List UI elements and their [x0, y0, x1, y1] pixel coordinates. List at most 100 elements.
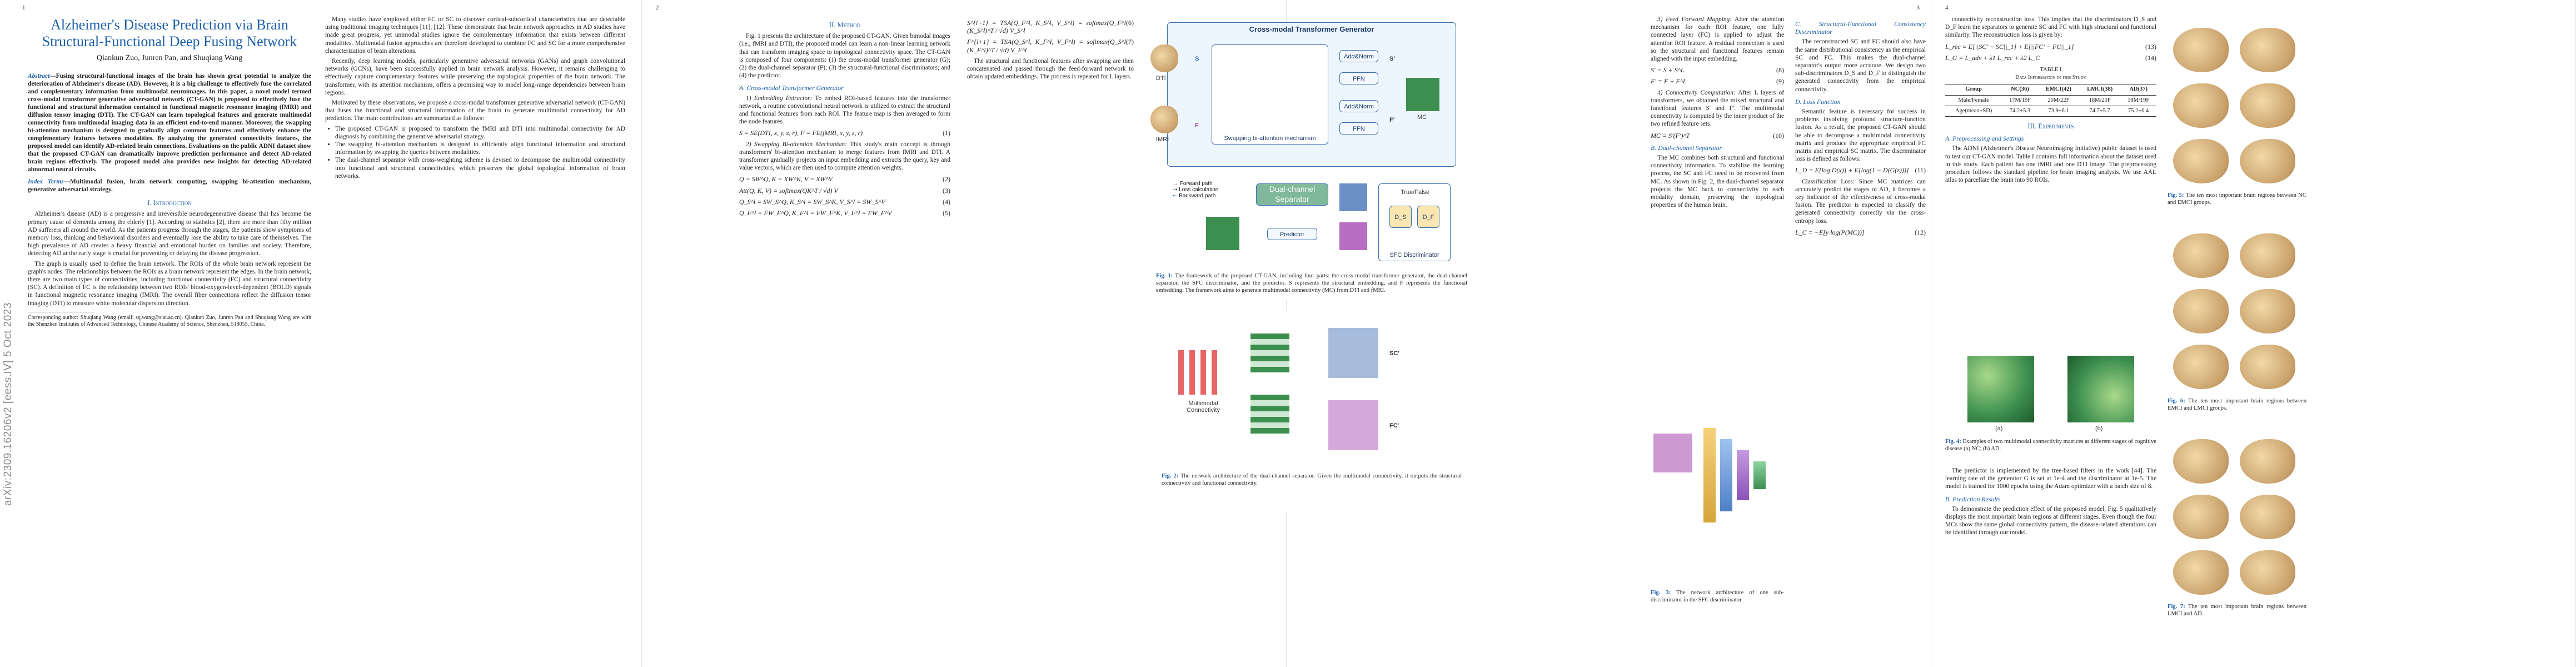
equation: L_C = −E[y log(P(MC))](12) — [1795, 228, 1926, 236]
subsection-heading: B. Prediction Results — [1945, 495, 2001, 503]
footnote: Corresponding author: Shuqiang Wang (ema… — [28, 314, 311, 327]
section-heading: II. Method — [829, 21, 861, 29]
right-column: Many studies have employed either FC or … — [325, 16, 625, 182]
legend-item: ⇢ Loss calculation — [1173, 187, 1219, 193]
brain-render — [2173, 495, 2229, 539]
true-false-label: True/False — [1401, 189, 1430, 196]
brain-render — [2240, 495, 2295, 539]
subsection-heading: A. Preprocessing and Settings — [1945, 135, 2024, 143]
intermediate-matrix — [1250, 395, 1289, 434]
brain-render — [2173, 550, 2229, 595]
figure-2-caption: Fig. 2: The network architecture of the … — [1162, 473, 1462, 486]
right-column: S^{l+1} = TSA(Q_F^l, K_S^l, V_S^l) = sof… — [967, 16, 1134, 83]
sc-output-label: SC' — [1389, 350, 1399, 357]
addnorm-box: Add&Norm — [1339, 100, 1378, 112]
df-box: D_F — [1417, 206, 1439, 228]
figure-5-caption: Fig. 5: The ten most important brain reg… — [2168, 192, 2306, 206]
abstract-label: Abstract — [28, 73, 50, 80]
paragraph: The predictor is implemented by the tree… — [1945, 467, 2156, 490]
predictor-box: Predictor — [1267, 228, 1317, 240]
brain-render — [2173, 439, 2229, 484]
equation: Q = SW^Q, K = XW^K, V = XW^V(2) — [739, 175, 950, 183]
paragraph: The structural and functional features a… — [967, 57, 1134, 81]
ds-box: D_S — [1389, 206, 1412, 228]
dti-label: DTI — [1156, 75, 1166, 82]
equation: S' = S + S^L(8) — [1651, 66, 1784, 74]
paragraph: connectivity reconstruction loss. This i… — [1945, 16, 2156, 39]
left-column: 3) Feed Forward Mapping: After the atten… — [1651, 16, 1784, 211]
paragraph: The reconstructed SC and FC should also … — [1795, 38, 1926, 93]
mc-matrix — [1406, 78, 1439, 111]
conv-layer — [1720, 439, 1732, 511]
equation: F^{l+1} = TSA(Q_S^l, K_F^l, V_F^l) = sof… — [967, 38, 1134, 54]
brain-render — [2173, 139, 2229, 183]
paragraph: To demonstrate the prediction effect of … — [1945, 505, 2156, 536]
left-column: connectivity reconstruction loss. This i… — [1945, 16, 2156, 186]
paragraph: Classification Loss: Since MC matrices c… — [1795, 178, 1926, 225]
paragraph: The graph is usually used to define the … — [28, 260, 311, 307]
figure-4: (a) (b) Fig. 4: Examples of two multimod… — [1945, 356, 2156, 461]
paragraph-heading: 4) Connectivity Computation: — [1657, 89, 1736, 96]
subfigure-label: (b) — [2095, 425, 2103, 432]
list-item: The swapping bi-attention mechanism is d… — [335, 141, 625, 156]
f-prime-label: F' — [1389, 117, 1395, 123]
mc-label: MC — [1417, 114, 1427, 121]
table-title: TABLE I — [2040, 67, 2062, 73]
paragraph: This study's main concept is through tra… — [739, 141, 950, 172]
brain-render — [2173, 233, 2229, 278]
fmri-image — [1150, 106, 1178, 133]
paper-title: Alzheimer's Disease Prediction via Brain… — [42, 17, 297, 49]
paragraph: Semantic feature is necessary for succes… — [1795, 108, 1926, 163]
brain-render — [2173, 289, 2229, 334]
sc-matrix — [1339, 183, 1367, 211]
figure-1-caption: Fig. 1: The framework of the proposed CT… — [1156, 273, 1467, 293]
brain-render — [2240, 28, 2295, 72]
figure-1: Cross-modal Transformer Generator DTI fM… — [1150, 22, 1467, 300]
figure-7: Fig. 7: The ten most important brain reg… — [2168, 434, 2306, 628]
paragraph-heading: 1) Embedding Extractor: — [746, 94, 813, 102]
brain-render — [2240, 345, 2295, 389]
sc-output-matrix — [1328, 328, 1378, 378]
paragraph: Motivated by these observations, we prop… — [325, 99, 625, 122]
brain-render — [2240, 233, 2295, 278]
brain-render — [2173, 83, 2229, 128]
table-caption: Data Information in this Study — [2015, 74, 2086, 81]
figure-5: Fig. 5: The ten most important brain reg… — [2168, 22, 2306, 217]
equation: Q_S^l = SW_S^Q, K_S^l = SW_S^K, V_S^l = … — [739, 197, 950, 206]
left-column: II. Method Fig. 1 presents the architect… — [739, 16, 950, 220]
figure-3: Fig. 3: The network architecture of one … — [1651, 417, 1784, 617]
separator-box: Dual-channel Separator — [1256, 183, 1328, 206]
brain-render — [2173, 345, 2229, 389]
list-item: The dual-channel separator with cross-we… — [335, 156, 625, 180]
equation: L_rec = E[||SC' − SC||_1] + E[||FC' − FC… — [1945, 42, 2156, 51]
generator-title: Cross-modal Transformer Generator — [1249, 25, 1374, 33]
paragraph: Recently, deep learning models, particul… — [325, 58, 625, 96]
section-heading: I. Introduction — [147, 199, 192, 207]
index-terms-label: Index Terms — [28, 178, 64, 186]
page-1: arXiv:2309.16206v2 [eess.IV] 5 Oct 2023 … — [0, 0, 642, 667]
paragraph-heading: 3) Feed Forward Mapping: — [1657, 16, 1732, 23]
contribution-list: The proposed CT-GAN is proposed to trans… — [325, 125, 625, 180]
mc-input-label: Multimodal Connectivity — [1187, 400, 1220, 414]
left-column-bottom: The predictor is implemented by the tree… — [1945, 467, 2156, 539]
mc-matrix — [1206, 217, 1239, 250]
legend-item: → Forward path — [1173, 181, 1213, 187]
equation: MC = S'(F')^T(10) — [1651, 131, 1784, 140]
legend: → Forward path ⇢ Loss calculation ⇠ Back… — [1173, 181, 1218, 199]
list-item: The proposed CT-GAN is proposed to trans… — [335, 125, 625, 141]
page-number: 3 — [1916, 4, 1920, 11]
subsection-heading: B. Dual-channel Separator — [1651, 143, 1722, 152]
figure-2: Multimodal Connectivity SC' FC' Fig. 2: … — [1162, 311, 1462, 511]
index-terms: Index Terms—Multimodal fusion, brain net… — [28, 178, 311, 193]
paragraph: To embed ROI-based features into the tra… — [739, 94, 950, 126]
right-column: C. Structural-Functional Consistency Dis… — [1795, 16, 1926, 240]
f-label: F — [1195, 122, 1199, 129]
swap-label: Swapping bi-attention mechanism — [1224, 135, 1316, 142]
mc-input-matrix — [1178, 350, 1223, 395]
section-heading: III. Experiments — [2027, 122, 2074, 131]
equation: L_G = L_adv + λ1 L_rec + λ2 L_C(14) — [1945, 53, 2156, 62]
